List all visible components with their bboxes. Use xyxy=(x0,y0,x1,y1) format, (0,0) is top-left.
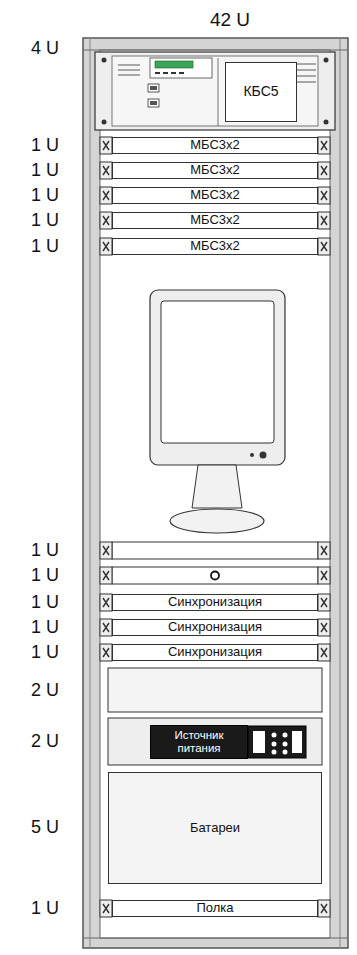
rack-top xyxy=(83,50,348,51)
rack-ear xyxy=(100,594,112,611)
shelf-panel: Полка xyxy=(112,900,318,917)
controller-front xyxy=(112,56,318,126)
rack-ear xyxy=(100,137,112,154)
switch xyxy=(211,572,219,580)
rack-ear xyxy=(100,567,112,584)
rack-rail xyxy=(90,38,91,948)
switch-panel xyxy=(112,567,318,584)
rack-ear xyxy=(318,212,330,229)
unit-size-label: 2 U xyxy=(31,680,59,701)
rack-ear xyxy=(318,542,330,559)
unit-size-label: 1 U xyxy=(31,185,59,206)
display-bezel xyxy=(150,58,212,78)
rack-ear xyxy=(100,212,112,229)
rack-ear xyxy=(318,594,330,611)
unit-size-label: 4 U xyxy=(31,38,59,59)
module-panel: МБС3х2 xyxy=(112,187,318,204)
blank-panel xyxy=(108,668,322,712)
equipment-label: МБС3х2 xyxy=(190,213,240,227)
unit-size-label: 1 U xyxy=(31,898,59,919)
equipment-label: Батареи xyxy=(190,821,240,835)
rack-ear xyxy=(100,542,112,559)
rack-ear xyxy=(100,619,112,636)
monitor-stand xyxy=(170,509,264,533)
unit-size-label: 1 U xyxy=(31,135,59,156)
unit-size-label: 1 U xyxy=(31,210,59,231)
equipment-label: Полка xyxy=(196,901,233,915)
unit-size-label: 1 U xyxy=(31,642,59,663)
rack-rail xyxy=(340,38,341,948)
rack-ear xyxy=(100,900,112,917)
rack-ear xyxy=(318,187,330,204)
sync-panel: Синхронизация xyxy=(112,644,318,661)
equipment-label: МБС3х2 xyxy=(190,163,240,177)
module-panel: МБС3х2 xyxy=(112,212,318,229)
module-panel: МБС3х2 xyxy=(112,238,318,255)
power-chassis xyxy=(108,718,322,765)
equipment-label: Синхронизация xyxy=(168,595,262,609)
rack-ear xyxy=(100,238,112,255)
monitor-screen xyxy=(161,301,274,443)
unit-size-label: 1 U xyxy=(31,592,59,613)
monitor-neck xyxy=(192,465,242,508)
rack-frame xyxy=(83,38,348,948)
equipment-label: МБС3х2 xyxy=(190,239,240,253)
rack-ear xyxy=(318,900,330,917)
power-supply-label: Источник питания xyxy=(150,725,248,759)
rack-height-title: 42 U xyxy=(210,9,250,31)
screw xyxy=(102,58,107,63)
equipment-label: Источник питания xyxy=(151,729,247,754)
unit-size-label: 1 U xyxy=(31,540,59,561)
equipment-label: Синхронизация xyxy=(168,645,262,659)
blank-panel xyxy=(112,542,318,559)
unit-size-label: 1 U xyxy=(31,160,59,181)
rack-ear xyxy=(318,238,330,255)
module-panel: МБС3х2 xyxy=(112,137,318,154)
rack-bottom xyxy=(83,938,348,939)
rack-ear xyxy=(100,644,112,661)
display xyxy=(155,61,193,68)
rack-ear xyxy=(318,137,330,154)
button xyxy=(148,99,159,107)
equipment-label: МБС3х2 xyxy=(190,138,240,152)
equipment-label: Синхронизация xyxy=(168,620,262,634)
unit-size-label: 1 U xyxy=(31,565,59,586)
rack-ear xyxy=(100,187,112,204)
controller-chassis xyxy=(95,52,335,130)
equipment-label: МБС3х2 xyxy=(190,188,240,202)
rack-ear xyxy=(318,162,330,179)
sync-panel: Синхронизация xyxy=(112,594,318,611)
unit-size-label: 1 U xyxy=(31,236,59,257)
battery-shelf: Батареи xyxy=(108,772,322,884)
button xyxy=(148,84,159,92)
monitor-body xyxy=(150,290,285,465)
rack-interior xyxy=(100,50,330,938)
rack-ear xyxy=(318,644,330,661)
rack-ear xyxy=(100,162,112,179)
module-panel: МБС3х2 xyxy=(112,162,318,179)
power-controls xyxy=(248,726,306,758)
rack-ear xyxy=(318,619,330,636)
controller-label-box: КБС5 xyxy=(225,62,297,122)
equipment-label: КБС5 xyxy=(243,84,278,99)
unit-size-label: 2 U xyxy=(31,731,59,752)
rack-ear xyxy=(318,567,330,584)
screw xyxy=(102,120,107,125)
sync-panel: Синхронизация xyxy=(112,619,318,636)
screw xyxy=(324,120,329,125)
unit-size-label: 5 U xyxy=(31,817,59,838)
screw xyxy=(324,58,329,63)
unit-size-label: 1 U xyxy=(31,617,59,638)
